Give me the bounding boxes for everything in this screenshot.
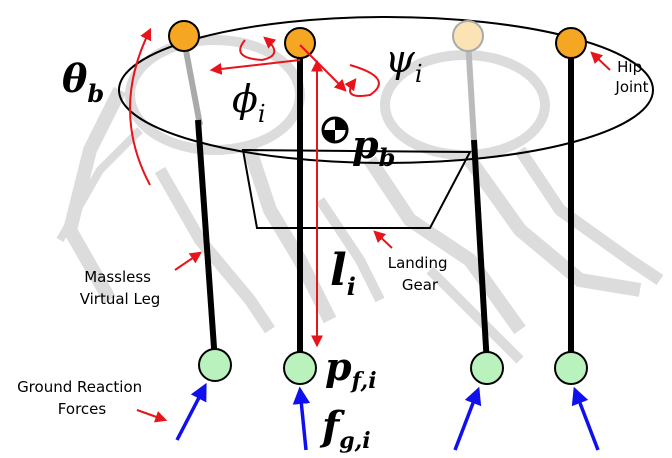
psi-i-label: ψi <box>385 37 423 88</box>
landing-gear-label: Landing Gear <box>388 254 453 294</box>
hip-joints <box>168 20 587 59</box>
psi-axis-arrow <box>299 44 347 92</box>
hip-joint-4 <box>555 27 587 59</box>
theta-rotation-arrow <box>129 27 152 186</box>
phi-rotation-arrow <box>239 36 277 62</box>
force-arrow-2 <box>292 386 311 451</box>
force-arrow-3 <box>453 386 482 451</box>
phi-i-label: ϕi <box>232 77 266 128</box>
virtual-legs <box>181 39 574 366</box>
hip-joint-3-faded <box>452 20 484 52</box>
force-arrow-1 <box>175 382 207 441</box>
grf-pointer <box>136 409 168 423</box>
hip-joint-2 <box>284 27 316 59</box>
ground-reaction-force-arrows <box>175 382 600 451</box>
foot-1 <box>198 348 232 382</box>
red-annotations <box>129 27 611 423</box>
leg-1 <box>195 119 218 363</box>
hip-joint-label: Hip Joint <box>614 58 648 96</box>
feet <box>198 348 588 385</box>
leg-1-upper-faded <box>181 39 203 126</box>
ground-reaction-forces-label: Ground Reaction Forces <box>17 378 147 418</box>
theta-b-label: θb <box>62 56 104 108</box>
force-arrow-4 <box>571 386 600 451</box>
foot-3 <box>470 351 504 385</box>
psi-rotation-arrow <box>344 64 380 97</box>
hip-joint-pointer <box>590 51 611 71</box>
landing-gear-pointer <box>373 230 393 249</box>
massless-leg-pointer <box>174 251 202 271</box>
hip-joint-1 <box>168 20 200 52</box>
foot-2 <box>283 351 317 385</box>
f-g-i-label: fg,i <box>319 403 371 454</box>
leg-3-upper-faded <box>465 39 477 141</box>
center-of-mass-icon <box>321 116 349 144</box>
p-f-i-label: pf,i <box>325 344 377 394</box>
robot-body-ellipse <box>118 16 654 164</box>
l-i-label: li <box>330 245 356 301</box>
p-b-label: pb <box>352 122 395 172</box>
foot-4 <box>554 351 588 385</box>
landing-gear-outline <box>241 148 472 229</box>
leg-3 <box>471 139 490 366</box>
massless-leg-label: Massless Virtual Leg <box>80 268 161 308</box>
phi-axis-arrow <box>209 59 301 75</box>
